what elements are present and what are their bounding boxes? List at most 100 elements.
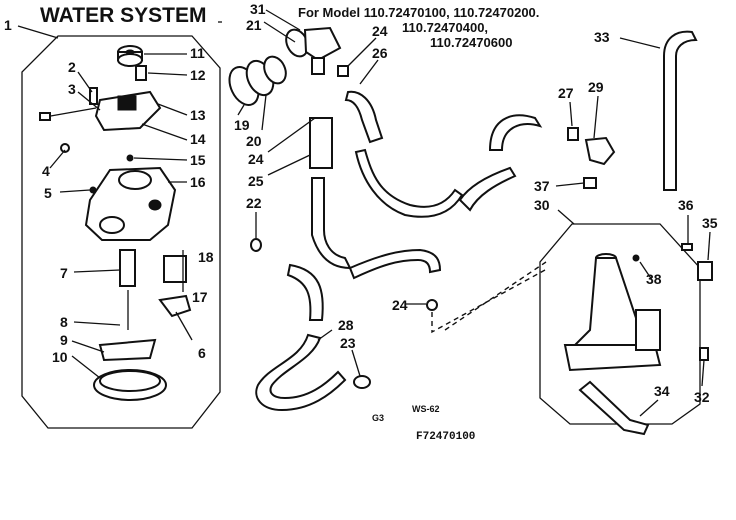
callout-23: 23: [340, 335, 356, 351]
leader-24a: [267, 117, 316, 153]
callout-18: 18: [198, 249, 214, 265]
pump-clip: [158, 294, 192, 318]
tub-screw-38: [632, 254, 640, 262]
leader-38: [639, 261, 653, 281]
callout-6: 6: [198, 345, 206, 361]
pump-seal-assembly: [39, 87, 162, 132]
pump-bolt: [60, 143, 70, 153]
clamp-37: [583, 177, 597, 189]
callout-17: 17: [192, 289, 208, 305]
pump-fitting: [135, 65, 147, 81]
bolt-36: [681, 243, 693, 251]
pump-impeller-shaft: [119, 249, 136, 287]
callout-27: 27: [558, 85, 574, 101]
leader-3: [77, 91, 101, 111]
leader-19: [237, 104, 245, 116]
leader-8: [73, 321, 121, 326]
callout-24-c: 24: [392, 297, 408, 313]
leader-35: [707, 231, 711, 261]
leader-25: [267, 154, 311, 176]
leader-26: [359, 59, 379, 85]
clip-35: [697, 261, 713, 281]
callout-13: 13: [190, 107, 206, 123]
long-drain-hose: [354, 148, 464, 218]
hose-vertical-left: [311, 177, 352, 270]
model-list-line-1: For Model 110.72470100, 110.72470200.: [298, 5, 539, 20]
callout-34: 34: [654, 383, 670, 399]
callout-38: 38: [646, 271, 662, 287]
leader-9: [71, 340, 105, 353]
callout-15: 15: [190, 152, 206, 168]
leader-34: [639, 399, 659, 417]
pump-impeller: [98, 338, 157, 362]
callout-12: 12: [190, 67, 206, 83]
callout-19: 19: [234, 117, 250, 133]
coupling-27: [567, 127, 579, 141]
leader-6: [175, 311, 193, 341]
leader-13: [157, 103, 188, 116]
leader-15: [133, 157, 188, 161]
leader-20: [261, 94, 267, 131]
callout-1: 1: [4, 17, 12, 33]
leader-10: [71, 355, 101, 379]
routing-line-a: [444, 261, 547, 331]
callout-8: 8: [60, 314, 68, 330]
callout-5: 5: [44, 185, 52, 201]
clamp-22: [250, 238, 262, 252]
callout-9: 9: [60, 332, 68, 348]
bottom-drain-hose: [255, 333, 347, 412]
valve-fitting-29: [584, 136, 616, 166]
leader-7: [73, 269, 121, 273]
g-mark: G3: [372, 413, 384, 423]
leader-23: [351, 349, 361, 377]
leader-14: [141, 123, 188, 141]
callout-31: 31: [250, 1, 266, 17]
pump-assembly-boundary: [21, 35, 221, 429]
leader-32: [701, 359, 705, 387]
callout-37: 37: [534, 178, 550, 194]
callout-20: 20: [246, 133, 262, 149]
leader-28: [317, 329, 333, 341]
leader-24b: [347, 37, 377, 67]
callout-35: 35: [702, 215, 718, 231]
pump-pulley: [117, 45, 143, 67]
hose-elbow-lower: [286, 263, 324, 321]
leader-27: [569, 101, 573, 127]
clamp-24-lower: [426, 299, 438, 311]
standpipe-hose: [663, 30, 698, 191]
callout-22: 22: [246, 195, 262, 211]
tub-cone: [563, 253, 662, 372]
model-list-line-2: 110.72470400,: [402, 20, 488, 35]
valve-body: [285, 26, 342, 75]
leader-33: [619, 37, 661, 49]
hose-segment-25: [309, 117, 333, 169]
pump-base-gasket: [93, 369, 167, 401]
leader-21: [263, 21, 296, 43]
hose-bend-upper: [488, 114, 543, 151]
callout-28: 28: [338, 317, 354, 333]
tub-bracket-34: [578, 380, 650, 436]
leader-30: [557, 209, 575, 225]
pump-washer: [126, 154, 134, 162]
ws-code: WS-62: [412, 404, 440, 414]
diagram-title: WATER SYSTEM: [40, 4, 206, 27]
leader-1: [17, 25, 59, 39]
leader-31: [265, 9, 301, 31]
callout-21: 21: [246, 17, 262, 33]
pump-screw: [89, 186, 97, 194]
bolt-32: [699, 347, 709, 361]
callout-36: 36: [678, 197, 694, 213]
callout-14: 14: [190, 131, 206, 147]
hose-connector-middle: [348, 248, 442, 280]
hose-coupling-rings: [228, 55, 287, 106]
leader-5: [59, 189, 91, 193]
pump-bracket: [163, 255, 187, 283]
leader-37: [555, 182, 585, 187]
pump-housing: [84, 166, 177, 241]
callout-29: 29: [588, 79, 604, 95]
callout-4: 4: [42, 163, 50, 179]
callout-32: 32: [694, 389, 710, 405]
hose-elbow: [458, 166, 517, 212]
callout-25: 25: [248, 173, 264, 189]
